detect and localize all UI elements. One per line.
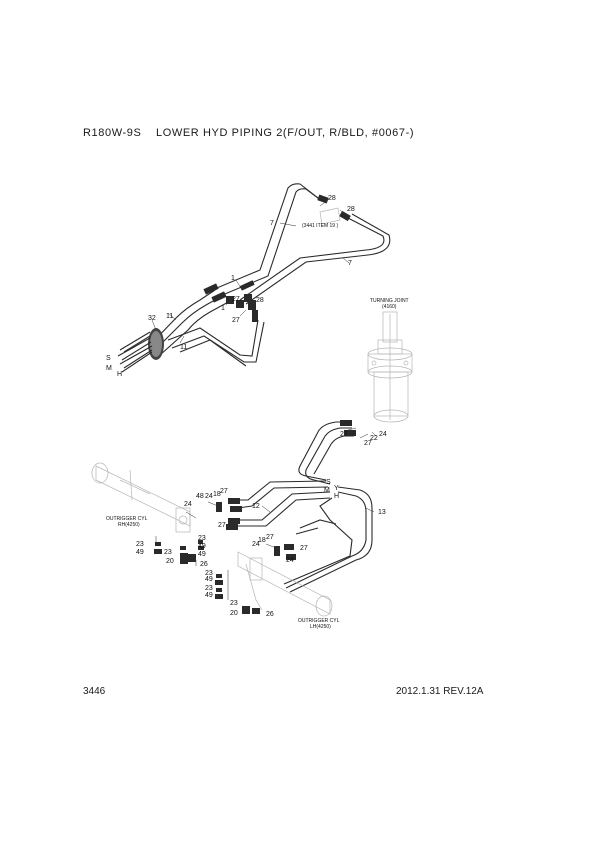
callout-26: 26 — [200, 561, 208, 568]
callout-7: 7 — [270, 220, 274, 227]
callout-18: 18 — [258, 537, 266, 544]
callout-27: 27 — [340, 431, 348, 438]
callout-23: 23 — [205, 570, 213, 577]
outrigger-rh-label: OUTRIGGER CYL — [106, 516, 148, 522]
callout-49: 49 — [205, 576, 213, 583]
callout-49: 49 — [198, 551, 206, 558]
callout-28: 28 — [347, 206, 355, 213]
reference-3441: (3441 ITEM 19 ) — [302, 223, 338, 229]
port-y: Y — [334, 485, 339, 492]
upper-pipe-group — [117, 183, 391, 373]
callout-49: 49 — [136, 549, 144, 556]
callout-13: 13 — [378, 509, 386, 516]
callout-27: 27 — [218, 522, 226, 529]
callout-20: 20 — [230, 610, 238, 617]
callout-27: 27 — [232, 296, 240, 303]
port-h: H — [334, 493, 339, 500]
callout-24: 24 — [184, 501, 192, 508]
outrigger-lh-label: OUTRIGGER CYL — [298, 618, 340, 624]
turning-joint-label: TURNING JOINT — [370, 298, 409, 304]
callout-49: 49 — [198, 543, 206, 550]
callout-27: 27 — [266, 534, 274, 541]
revision-date: 2012.1.31 REV.12A — [396, 686, 484, 697]
callout-1: 1 — [231, 275, 235, 282]
callout-23: 23 — [230, 600, 238, 607]
port-s: S — [106, 355, 111, 362]
callout-28: 28 — [256, 297, 264, 304]
outrigger-cylinder-rh — [91, 462, 191, 533]
callout-11: 11 — [166, 313, 173, 320]
callout-24: 24 — [205, 493, 213, 500]
turning-joint-ref: (4160) — [382, 304, 397, 310]
check-valve-parts — [154, 536, 260, 614]
page-title: LOWER HYD PIPING 2(F/OUT, R/BLD, #0067-) — [156, 127, 415, 139]
lower-leader-lines — [185, 427, 377, 559]
callout-28: 28 — [328, 195, 336, 202]
upper-leader-lines — [151, 199, 350, 344]
page-number: 3446 — [83, 686, 106, 697]
callout-1: 1 — [221, 305, 225, 312]
callout-24: 24 — [286, 557, 294, 564]
callout-18: 18 — [213, 491, 221, 498]
port-s: S — [326, 479, 331, 486]
lower-pipe-group — [216, 420, 373, 593]
callout-23: 23 — [205, 585, 213, 592]
outrigger-cylinder-lh — [237, 551, 333, 617]
model-code: R180W-9S — [83, 127, 142, 139]
callout-11: 11 — [180, 344, 187, 351]
turning-joint — [367, 311, 413, 423]
callout-49: 49 — [205, 592, 213, 599]
callout-32: 32 — [148, 315, 156, 322]
callout-27: 27 — [364, 440, 372, 447]
callout-27: 27 — [220, 488, 228, 495]
callout-23: 23 — [164, 549, 172, 556]
callout-20: 20 — [166, 558, 174, 565]
callout-23: 23 — [198, 535, 206, 542]
port-m: M — [106, 365, 112, 372]
callout-48: 48 — [196, 493, 204, 500]
callout-22: 22 — [370, 435, 378, 442]
port-m: M — [324, 487, 330, 494]
swivel-flange — [117, 328, 164, 373]
callout-23: 23 — [136, 541, 144, 548]
callout-24: 24 — [252, 541, 260, 548]
callout-27: 27 — [232, 317, 240, 324]
callout-27: 27 — [300, 545, 308, 552]
outrigger-lh-ref: LH(4250) — [310, 624, 331, 630]
port-h: H — [117, 371, 122, 378]
callout-26: 26 — [266, 611, 274, 618]
outrigger-rh-ref: RH(4250) — [118, 522, 140, 528]
callout-24: 24 — [379, 431, 387, 438]
callout-12: 12 — [252, 503, 260, 510]
callout-7: 7 — [348, 260, 352, 267]
